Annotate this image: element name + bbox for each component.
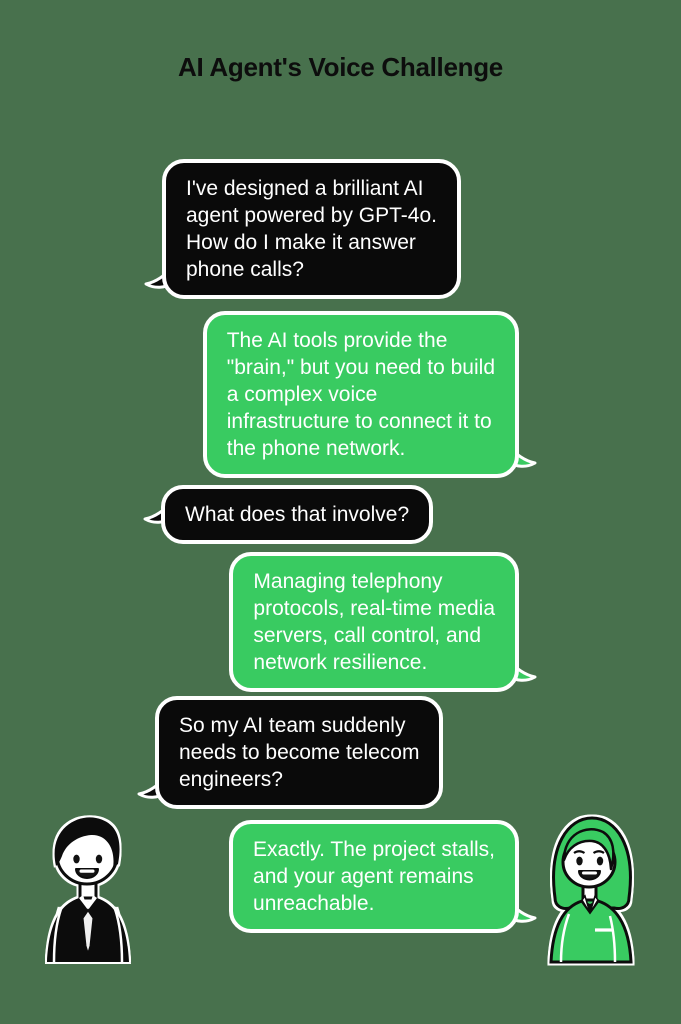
message-bubble-developer-2: What does that involve? [143, 485, 434, 544]
chat-bubble: Exactly. The project stalls, and your ag… [229, 820, 519, 933]
businessman-avatar-icon [47, 817, 129, 963]
green-haired-woman-avatar-icon [549, 816, 633, 964]
message-text: The AI tools provide the "brain," but yo… [226, 329, 495, 460]
message-bubble-expert-1: The AI tools provide the "brain," but yo… [202, 311, 537, 478]
chat-bubble: What does that involve? [161, 485, 434, 544]
chat-bubble: Managing telephony protocols, real-time … [229, 552, 519, 692]
message-text: I've designed a brilliant AI agent power… [186, 177, 437, 281]
message-bubble-developer-1: I've designed a brilliant AI agent power… [144, 159, 461, 299]
chat-bubble: So my AI team suddenly needs to become t… [155, 696, 444, 809]
message-text: Managing telephony protocols, real-time … [253, 570, 495, 674]
page-title: AI Agent's Voice Challenge [178, 52, 503, 82]
message-bubble-developer-3: So my AI team suddenly needs to become t… [137, 696, 444, 809]
message-bubble-expert-2: Managing telephony protocols, real-time … [229, 552, 537, 692]
chat-bubble: I've designed a brilliant AI agent power… [162, 159, 461, 299]
message-bubble-expert-3: Exactly. The project stalls, and your ag… [229, 820, 537, 933]
message-text: Exactly. The project stalls, and your ag… [253, 838, 495, 915]
chat-bubble: The AI tools provide the "brain," but yo… [202, 311, 519, 478]
message-text: So my AI team suddenly needs to become t… [179, 714, 420, 791]
message-text: What does that involve? [185, 503, 410, 526]
